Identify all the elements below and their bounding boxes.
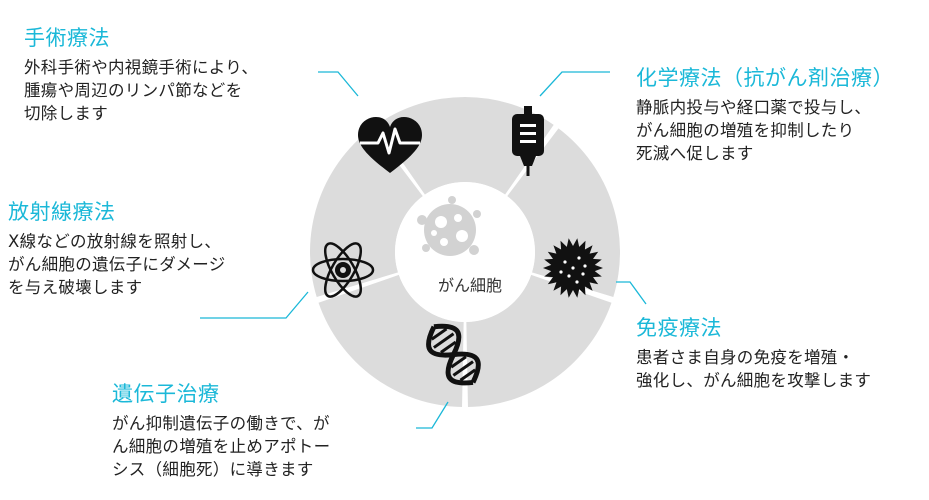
dna-icon — [426, 323, 481, 386]
therapy-description: X線などの放射線を照射し、 がん細胞の遺伝子にダメージ を与え破壊します — [8, 232, 226, 297]
iv-drip-bag-icon — [512, 106, 544, 176]
segment-surgery — [376, 96, 554, 195]
segment-gene — [318, 274, 464, 407]
therapy-description: 静脈内投与や経口薬で投与し、 がん細胞の増殖を抑制したり 死滅へ促します — [636, 98, 872, 163]
leader-immuno — [616, 281, 647, 305]
leader-chemo — [539, 71, 610, 97]
immune-cell-icon — [543, 238, 603, 298]
therapy-radiation: 放射線療法 X線などの放射線を照射し、 がん細胞の遺伝子にダメージ を与え破壊し… — [8, 196, 226, 299]
segment-radiation — [310, 128, 423, 298]
therapy-title: 免疫療法 — [636, 316, 722, 340]
cancer-cell-icon — [417, 196, 481, 256]
therapy-description: 患者さま自身の免疫を増殖・ 強化し、がん細胞を攻撃します — [636, 348, 872, 390]
therapy-title: 手術療法 — [24, 26, 110, 50]
atom-icon — [311, 242, 375, 298]
center-label: がん細胞 — [437, 276, 502, 295]
center-cell-disc — [395, 182, 535, 322]
therapy-immuno: 免疫療法 患者さま自身の免疫を増殖・ 強化し、がん細胞を攻撃します — [636, 312, 871, 392]
leader-radiation — [200, 291, 309, 319]
therapy-description: がん抑制遺伝子の働きで、が ん細胞の増殖を止めアポトー シス（細胞死）に導きます — [112, 414, 331, 479]
therapy-surgery: 手術療法 外科手術や内視鏡手術により、 腫瘍や周辺のリンパ節などを 切除します — [24, 22, 258, 125]
segment-immuno — [466, 274, 612, 407]
therapy-title: 遺伝子治療 — [112, 382, 220, 406]
therapy-gene: 遺伝子治療 がん抑制遺伝子の働きで、が ん細胞の増殖を止めアポトー シス（細胞死… — [112, 378, 330, 481]
therapy-chemo: 化学療法（抗がん剤治療） 静脈内投与や経口薬で投与し、 がん細胞の増殖を抑制した… — [636, 62, 894, 165]
leader-surgery — [318, 71, 359, 97]
heart-rate-icon — [358, 117, 422, 173]
leader-gene — [416, 401, 449, 429]
therapy-title: 化学療法（抗がん剤治療） — [636, 66, 894, 90]
therapy-title: 放射線療法 — [8, 200, 116, 224]
therapy-description: 外科手術や内視鏡手術により、 腫瘍や周辺のリンパ節などを 切除します — [24, 58, 259, 123]
